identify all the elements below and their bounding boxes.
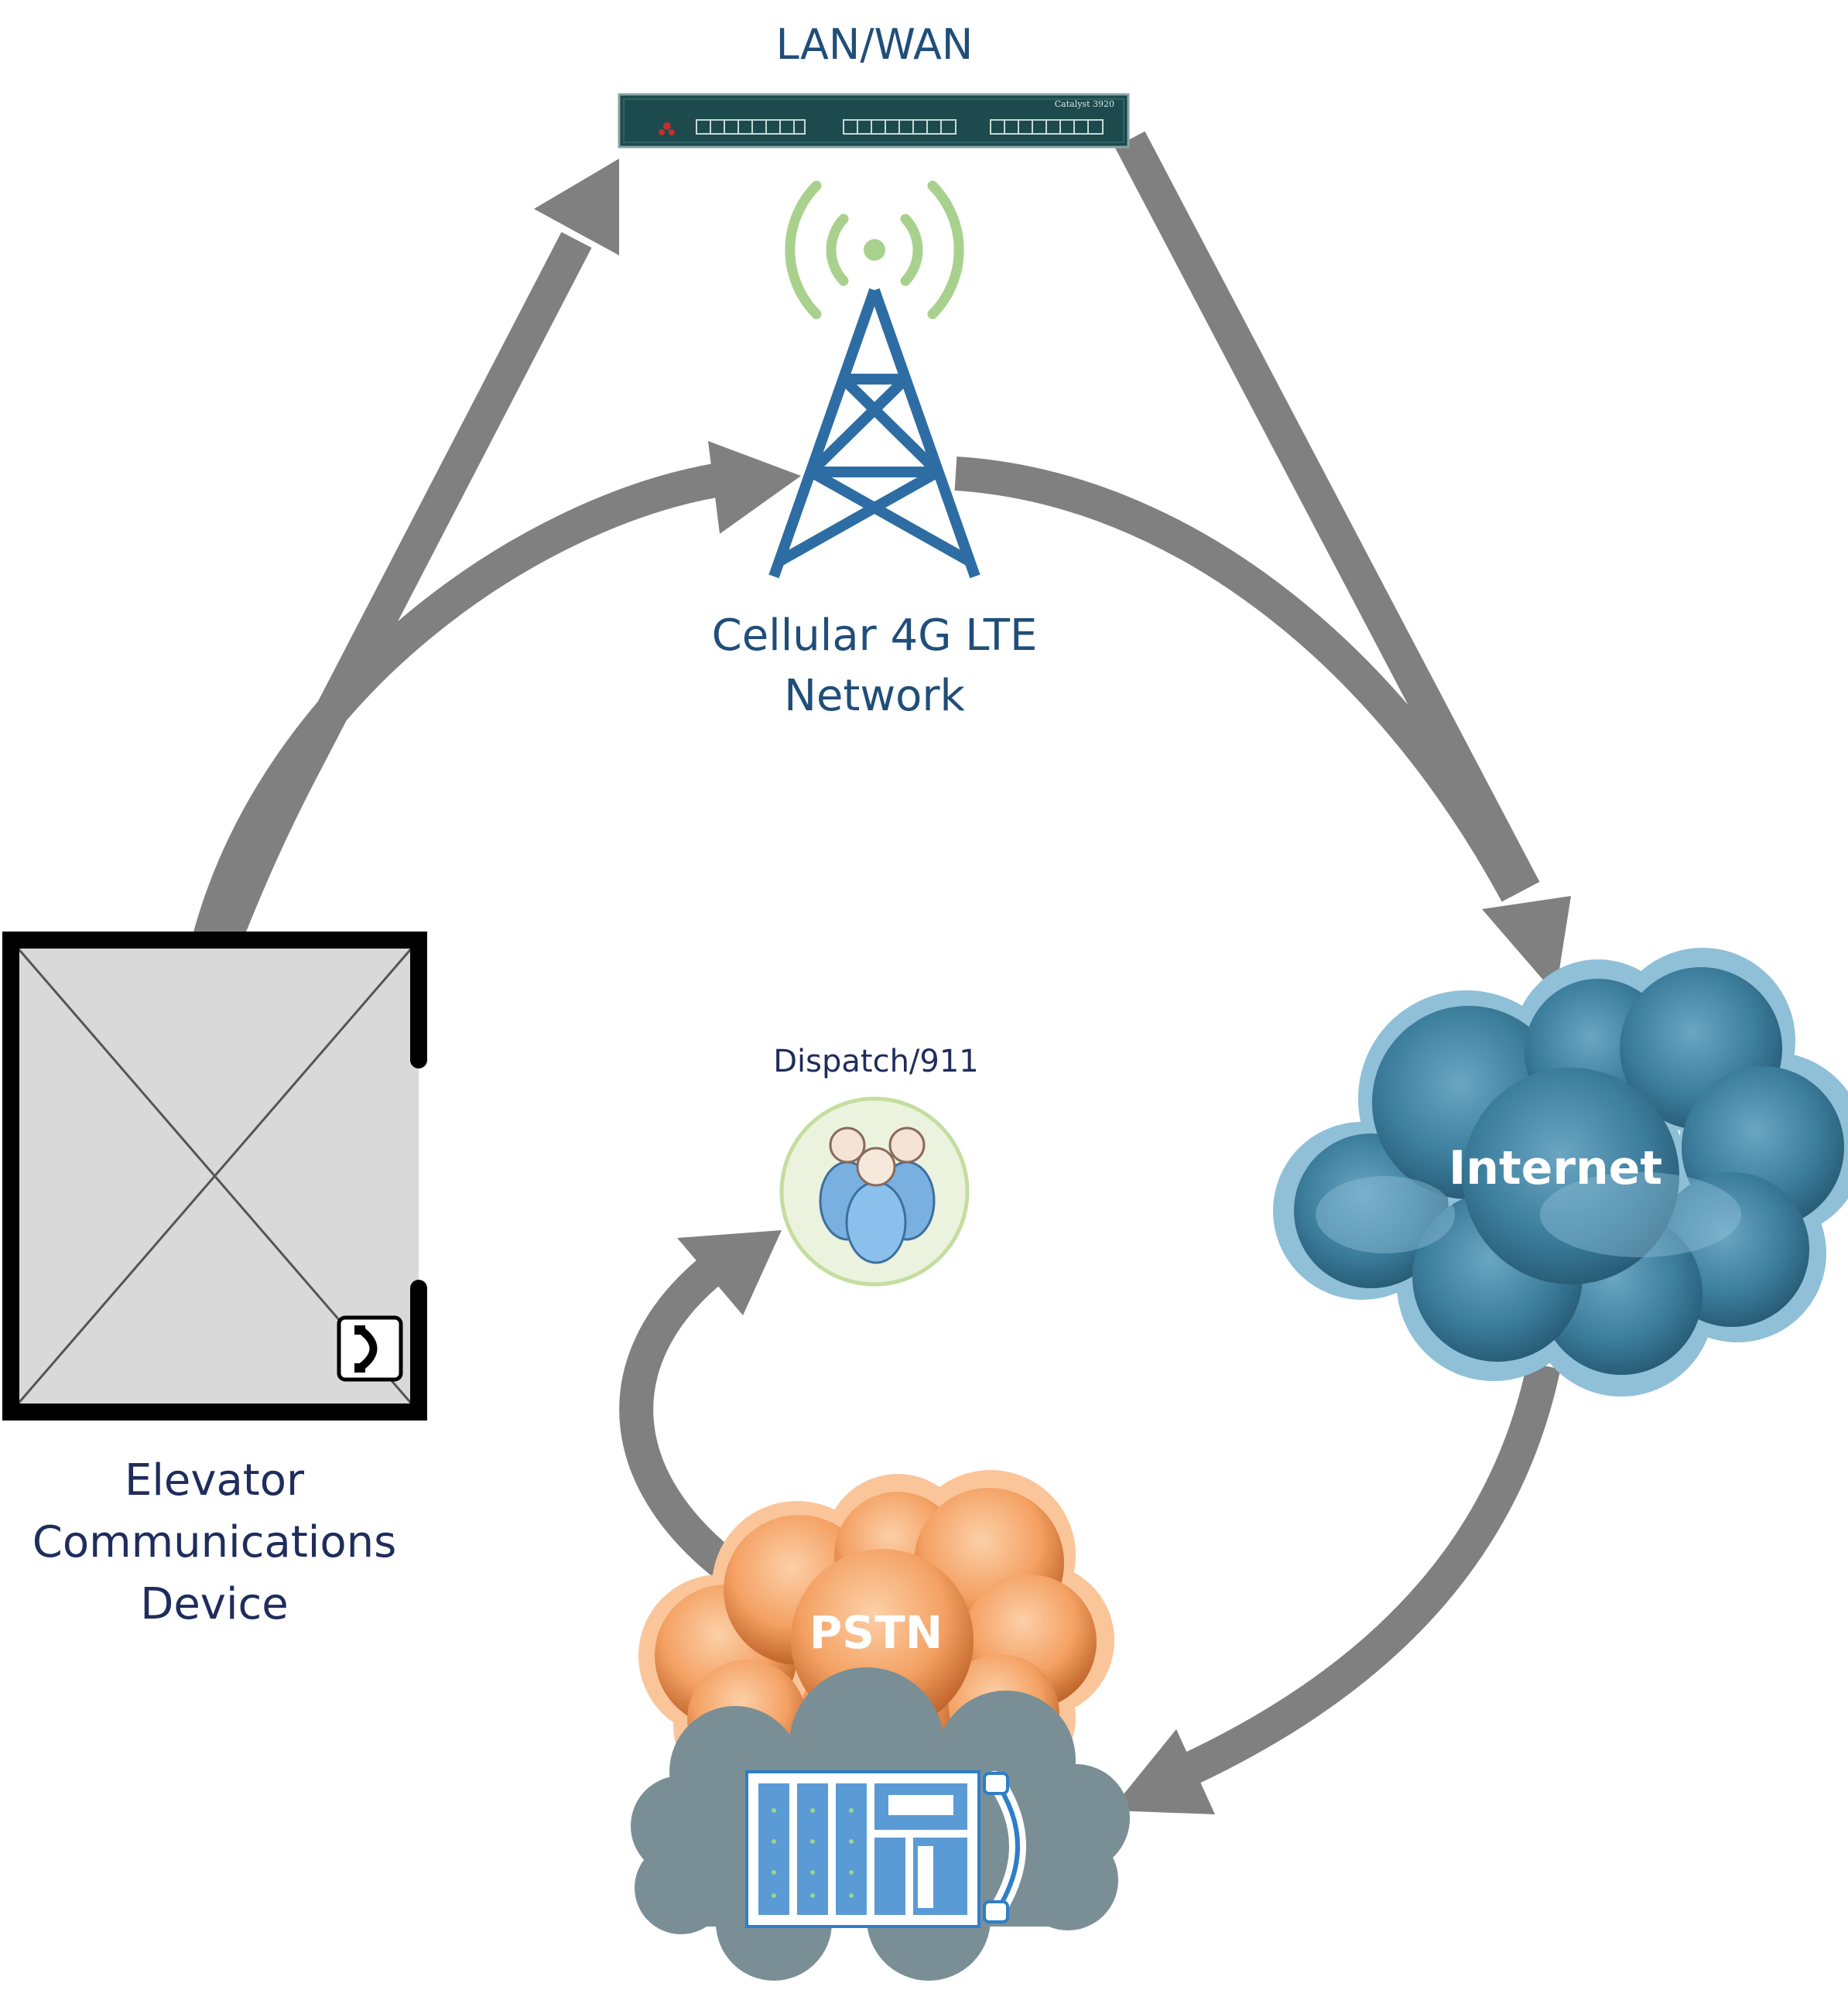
lan-wan-label: LAN/WAN xyxy=(776,20,974,69)
arrow-elevator-to-cellular xyxy=(192,463,723,945)
pbx-phone-icon xyxy=(745,1770,1026,1928)
elevator-node: Elevator Communications Device xyxy=(2,932,427,1629)
arrowhead-pstn xyxy=(1111,1729,1215,1814)
elevator-label-line2: Communications xyxy=(33,1517,397,1568)
signal-waves-icon xyxy=(785,180,964,320)
cellular-label-line1: Cellular 4G LTE xyxy=(712,610,1038,661)
arrowhead-dispatch xyxy=(677,1230,782,1315)
arrow-elevator-to-lan xyxy=(208,231,592,947)
elevator-label-line1: Elevator xyxy=(125,1455,305,1506)
lan-wan-node: LAN/WAN xyxy=(618,20,1130,149)
arrow-cellular-to-internet xyxy=(954,456,1532,902)
phone-icon xyxy=(337,1315,403,1382)
elevator-car-icon xyxy=(2,932,427,1421)
cellular-label-line2: Network xyxy=(784,671,965,721)
dispatch-label: Dispatch/911 xyxy=(773,1044,979,1079)
arrow-internet-to-pstn xyxy=(1176,1362,1561,1787)
arrow-lan-to-internet xyxy=(1114,131,1540,898)
elevator-label-line3: Device xyxy=(140,1579,289,1629)
arrowhead-internet xyxy=(1482,896,1571,994)
arrowheads xyxy=(534,159,1571,1814)
network-switch-icon: Catalyst 3920 xyxy=(618,93,1130,149)
internet-label: Internet xyxy=(1449,1141,1662,1195)
phone-handset-icon xyxy=(983,1771,1026,1923)
arrowhead-lan xyxy=(534,159,619,255)
switch-model-label: Catalyst 3920 xyxy=(1055,99,1114,109)
people-group-icon xyxy=(779,1096,970,1287)
cellular-node: Cellular 4G LTE Network xyxy=(712,180,1038,721)
pstn-label: PSTN xyxy=(809,1606,943,1659)
cell-tower-icon xyxy=(768,288,980,579)
dispatch-node: Dispatch/911 xyxy=(773,1044,979,1287)
internet-node: Internet xyxy=(1273,948,1848,1397)
arrowhead-cellular xyxy=(708,441,801,534)
connection-arrows xyxy=(192,131,1561,1787)
pstn-node: PSTN xyxy=(631,1470,1130,1981)
arrow-pstn-to-dispatch xyxy=(619,1260,753,1592)
cloud-icon xyxy=(1273,948,1848,1397)
